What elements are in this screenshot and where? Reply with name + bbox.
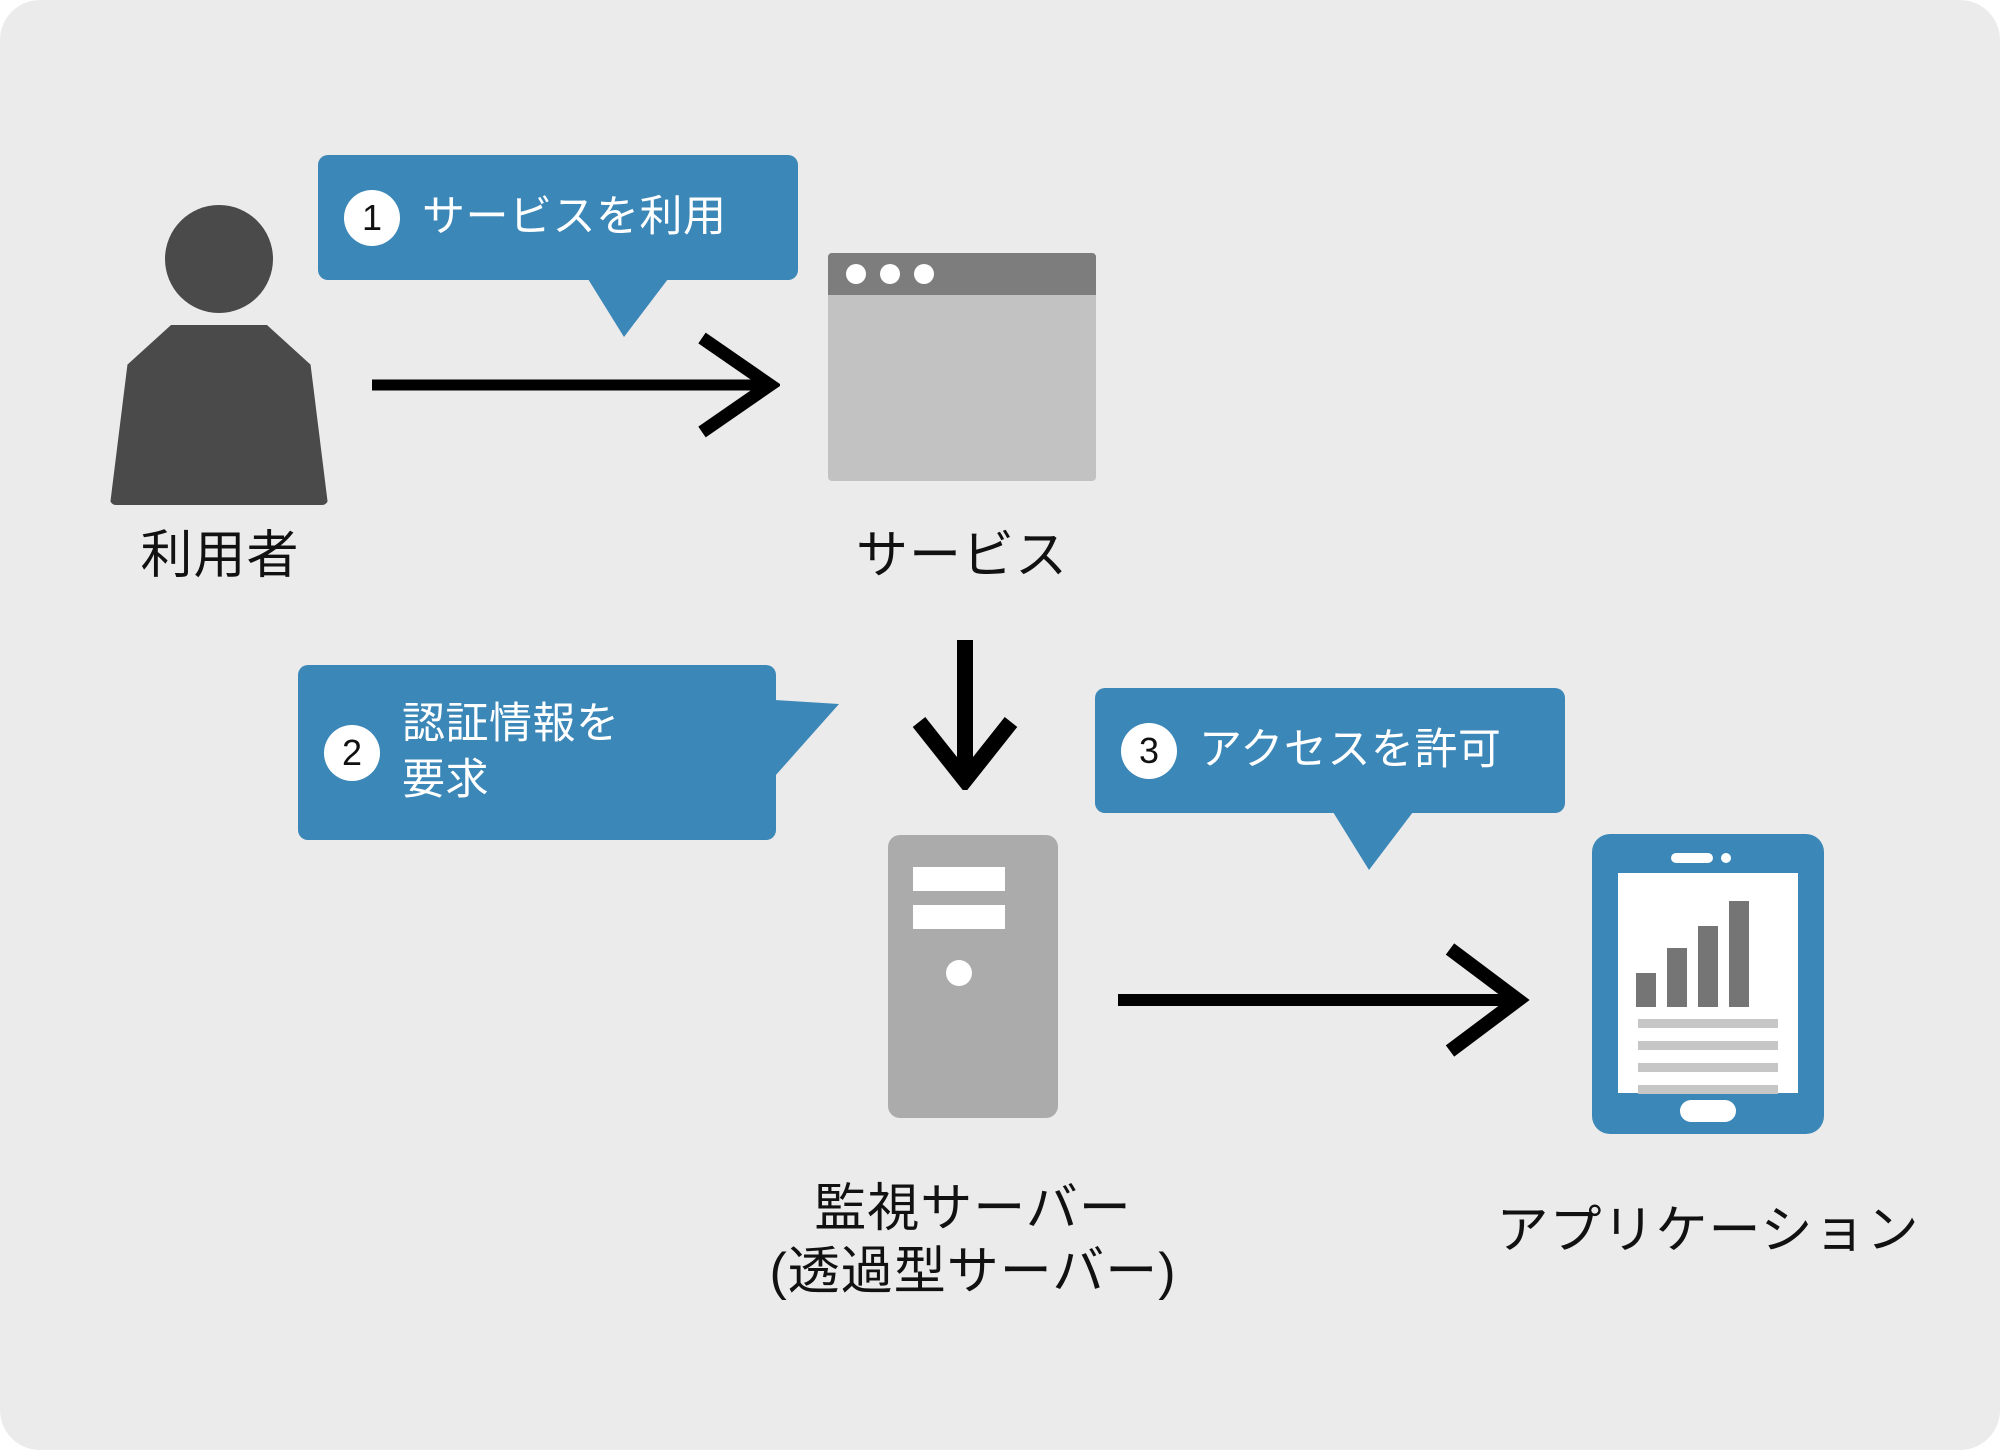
callout-2: 2 認証情報を 要求 <box>298 665 776 840</box>
callout-2-number: 2 <box>324 724 380 781</box>
tablet-screen <box>1618 873 1798 1094</box>
person-body-icon <box>110 325 328 505</box>
callout-3: 3 アクセスを許可 <box>1095 688 1565 813</box>
label-user: 利用者 <box>140 527 300 585</box>
chart-bar <box>1729 901 1749 1007</box>
tablet-camera-icon <box>1721 853 1731 863</box>
text-line <box>1638 1085 1778 1094</box>
tablet-home-button-icon <box>1680 1100 1736 1122</box>
window-dot-icon <box>880 264 900 284</box>
text-lines <box>1638 1019 1778 1094</box>
server-power-led-icon <box>946 960 972 986</box>
window-dot-icon <box>914 264 934 284</box>
text-line <box>1638 1041 1778 1050</box>
callout-1-number: 1 <box>344 189 400 246</box>
server-tower-icon <box>888 835 1058 1118</box>
bar-chart-icon <box>1636 895 1780 1007</box>
chart-bar <box>1698 926 1718 1007</box>
browser-titlebar <box>828 253 1096 295</box>
person-icon <box>110 205 328 505</box>
person-head-icon <box>165 205 273 313</box>
browser-window-icon <box>828 253 1096 481</box>
callout-1: 1 サービスを利用 <box>318 155 798 280</box>
label-server: 監視サーバー (透過型サーバー) <box>769 1180 1177 1302</box>
callout-2-text: 認証情報を 要求 <box>402 700 620 804</box>
callout-1-text: サービスを利用 <box>422 192 727 241</box>
server-slot-icon <box>913 905 1005 929</box>
arrow-user-to-service <box>370 330 780 440</box>
callout-2-tail <box>775 700 841 800</box>
callout-1-tail <box>588 279 678 339</box>
text-line <box>1638 1063 1778 1072</box>
text-line <box>1638 1019 1778 1028</box>
label-service: サービス <box>855 527 1068 585</box>
callout-3-number: 3 <box>1121 722 1177 779</box>
arrow-service-to-server <box>905 640 1025 790</box>
window-dot-icon <box>846 264 866 284</box>
label-app: アプリケーション <box>1496 1202 1920 1260</box>
arrow-server-to-app <box>1110 935 1530 1065</box>
callout-3-tail <box>1333 812 1423 872</box>
chart-bar <box>1667 948 1687 1007</box>
server-slot-icon <box>913 867 1005 891</box>
tablet-speaker-icon <box>1671 853 1713 863</box>
tablet-icon <box>1592 834 1824 1134</box>
callout-3-text: アクセスを許可 <box>1199 725 1502 774</box>
chart-bar <box>1636 973 1656 1007</box>
